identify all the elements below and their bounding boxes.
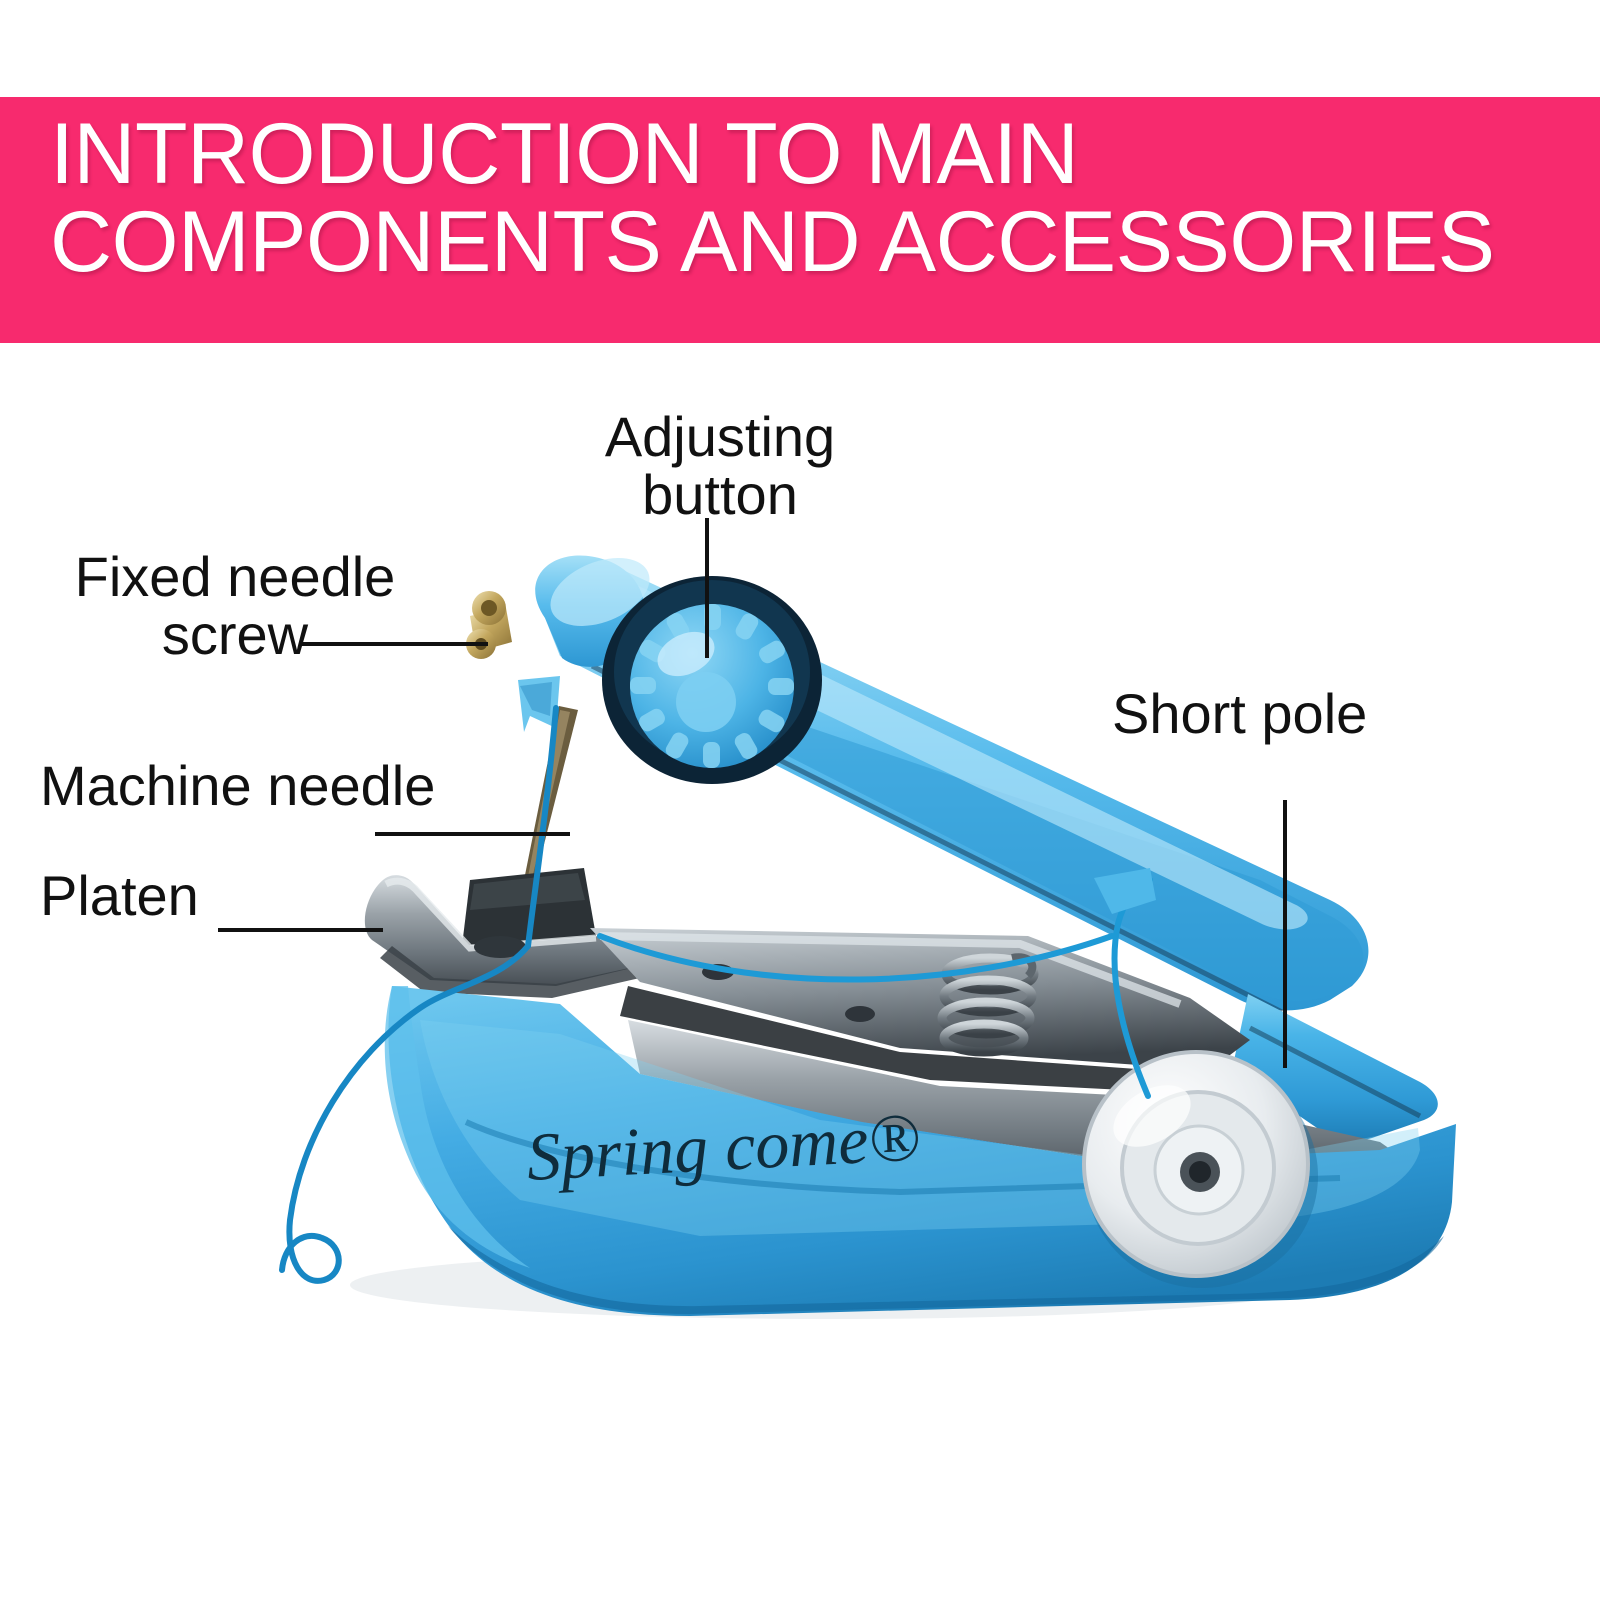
knob-dial[interactable] [630,604,794,768]
screw-head-inner [481,600,497,616]
presser-foot [462,868,596,946]
platen-plate-top-edge [384,877,597,952]
page-title-line-1: INTRODUCTION TO MAIN [50,106,1079,202]
leader-line-short-pole [1283,800,1287,1068]
thread-from-spool [1111,921,1151,1099]
page-title: INTRODUCTION TO MAIN COMPONENTS AND ACCE… [50,106,1510,290]
leader-line-fixed-needle-screw [300,642,488,646]
leader-line-adjusting-button [705,518,709,658]
arm-right-tip-edge [1248,1025,1422,1119]
thread-to-needle [597,933,1115,983]
body-left-nose [384,986,530,1268]
callout-label-fixed-needle-screw: Fixed needle screw [74,545,396,666]
page-title-line-2: COMPONENTS AND ACCESSORIES [50,193,1495,290]
platen-hole [474,936,526,958]
callout-label-short-pole: Short pole [1112,682,1368,745]
thread-out-left [279,943,531,1284]
needle-thread [279,705,559,1284]
adjusting-button-knob[interactable] [602,576,822,784]
platen [364,875,640,998]
leader-line-machine-needle [375,832,570,836]
body-crease [464,1119,1341,1196]
callout-label-adjusting-button: Adjusting button [604,405,836,526]
chassis-screw-hole-2 [845,1006,875,1022]
spool-ring-1 [1082,1050,1310,1278]
chassis-top-highlight [599,932,1182,1008]
knob-center-boss [676,672,736,732]
spool-center-hole-inner [1189,1161,1211,1183]
knob-highlight [657,631,715,677]
product-illustration: Spring come® [0,380,1600,1380]
thread-guide-tab [1094,868,1156,914]
arm-nose-highlight [550,558,650,626]
spool-highlight [1113,1085,1191,1147]
platen-lower-shade [380,946,640,998]
header-banner: INTRODUCTION TO MAIN COMPONENTS AND ACCE… [0,97,1600,343]
platen-plate [364,875,640,986]
needle-clamp-shadow [520,682,552,716]
chassis-mid-dark [620,986,1240,1096]
short-pole-spool[interactable] [1082,1050,1318,1288]
thread-needle-down [525,705,559,949]
callout-label-platen: Platen [40,864,199,927]
callout-label-machine-needle: Machine needle [40,754,436,817]
leader-line-platen [218,928,383,932]
chassis-top-plate [590,928,1250,1070]
fixed-needle-screw[interactable] [466,591,512,659]
